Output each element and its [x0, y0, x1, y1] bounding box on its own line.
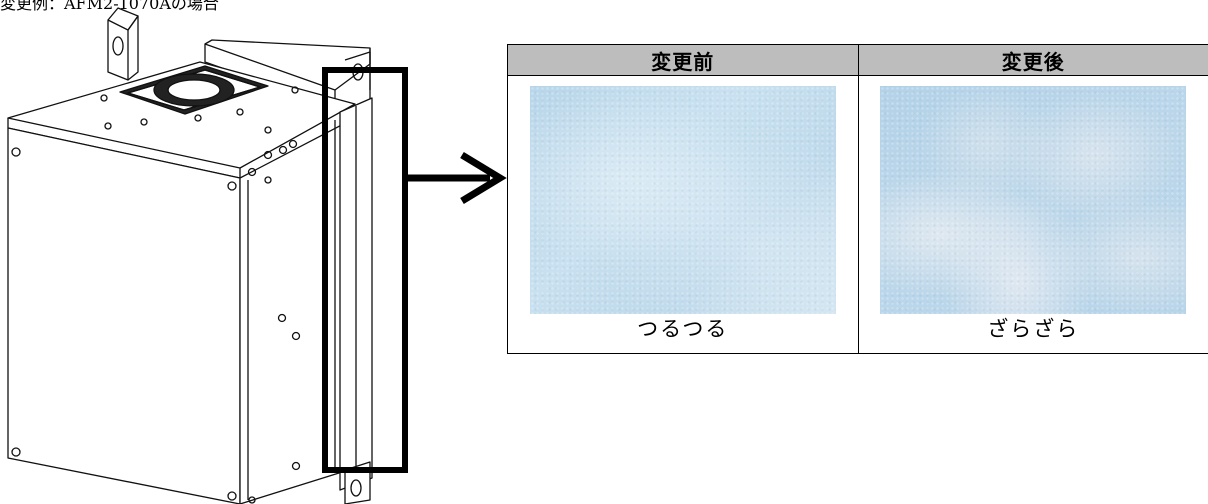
device-drawing — [7, 7, 507, 504]
photo-smooth-surface — [529, 86, 836, 314]
photo-rough-surface — [880, 86, 1187, 314]
comparison-table: 変更前 変更後 つるつる ざらざら — [507, 44, 1208, 354]
arrow-right-icon — [405, 152, 507, 204]
label-before: つるつる — [637, 317, 729, 341]
header-after: 変更後 — [857, 44, 1208, 76]
cell-before: つるつる — [507, 75, 859, 354]
label-after: ざらざら — [987, 317, 1080, 341]
figure-caption: 変更例：AFM2-1070Aの場合 — [0, 0, 219, 13]
highlight-box — [322, 67, 408, 473]
header-before: 変更前 — [507, 44, 859, 76]
cell-after: ざらざら — [857, 75, 1208, 354]
